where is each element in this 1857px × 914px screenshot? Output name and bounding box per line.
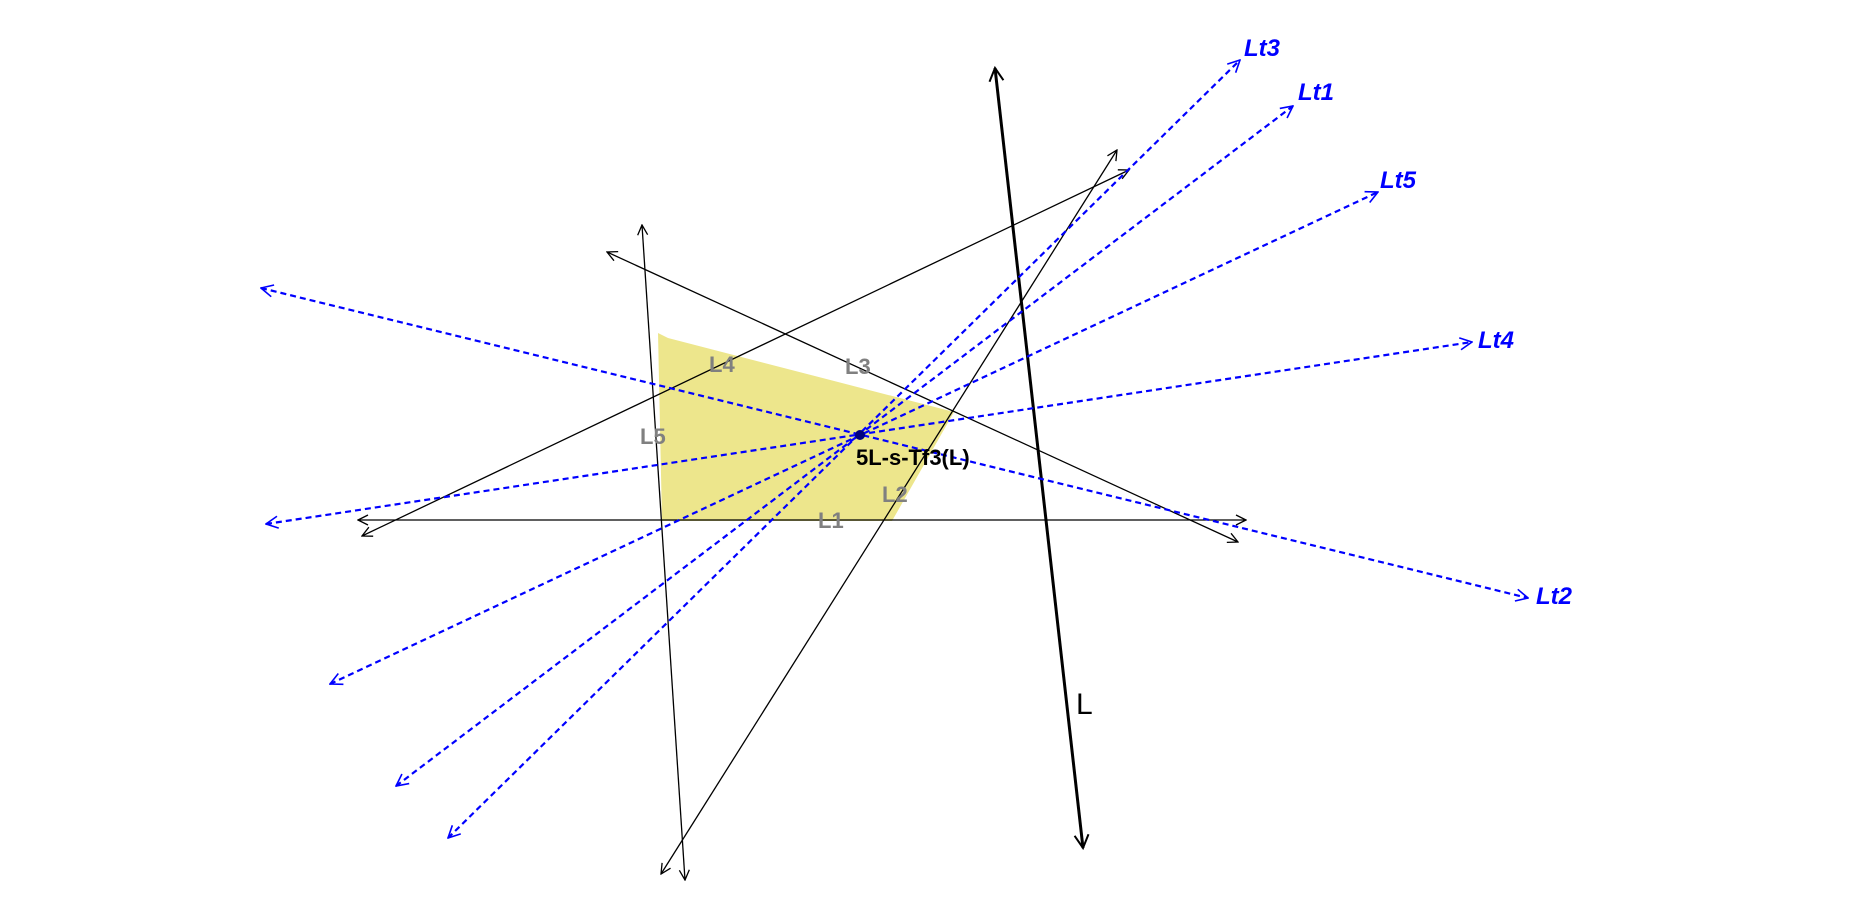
label-L: L: [1076, 688, 1093, 721]
label-Lt1: Lt1: [1298, 79, 1334, 106]
label-point: 5L-s-Tf3(L): [856, 445, 970, 470]
label-L4: L4: [709, 352, 735, 377]
line-L5: [642, 225, 685, 880]
line-Lt5: [330, 192, 1378, 684]
line-Lt3: [448, 60, 1240, 838]
point-5L-s-Tf3: [855, 430, 865, 440]
label-Lt4: Lt4: [1478, 327, 1514, 354]
label-L5: L5: [640, 424, 666, 449]
line-Lt2: [261, 288, 1528, 598]
label-L1: L1: [818, 508, 844, 533]
label-Lt2: Lt2: [1536, 583, 1573, 610]
label-Lt5: Lt5: [1380, 167, 1417, 194]
line-L: [995, 68, 1083, 848]
label-Lt3: Lt3: [1244, 35, 1281, 62]
line-Lt1: [396, 106, 1293, 786]
label-L3: L3: [845, 354, 871, 379]
label-L2: L2: [882, 482, 908, 507]
